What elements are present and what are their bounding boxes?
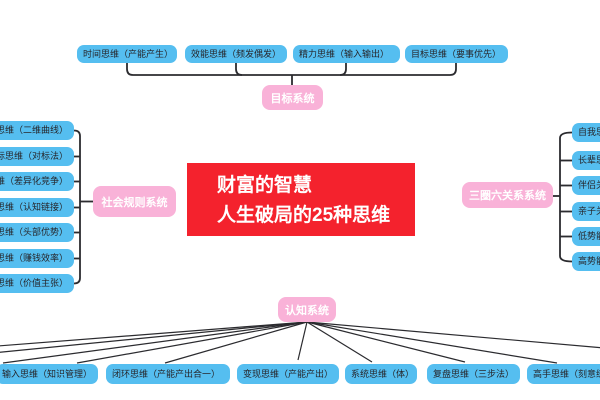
leaf-benchmark-thinking[interactable]: 对标思维（对标法） <box>0 147 74 166</box>
category-cognition-system[interactable]: 认知系统 <box>278 297 336 322</box>
leaf-system-thinking[interactable]: 系统思维（体） <box>345 364 417 384</box>
category-goal-system[interactable]: 目标系统 <box>262 85 323 110</box>
leaf-self-relation[interactable]: 自我思维 <box>572 123 600 142</box>
leaf-head-position-thinking[interactable]: 头部思维（头部优势） <box>0 223 74 242</box>
leaf-efficiency-thinking[interactable]: 效率思维（赚钱效率） <box>0 249 74 268</box>
leaf-positioning-thinking[interactable]: 定位思维（价值主张） <box>0 274 74 293</box>
leaf-partner-relation[interactable]: 伴侣关系 <box>572 176 600 195</box>
leaf-low-potential-relation[interactable]: 低势能者 <box>572 227 600 246</box>
leaf-competition-thinking[interactable]: 竞争思维（差异化竞争） <box>0 172 74 191</box>
category-relations-system[interactable]: 三圈六关系系统 <box>462 182 553 208</box>
leaf-monetization-thinking[interactable]: 变现思维（产能产出） <box>237 364 339 384</box>
social-branch-connectors <box>73 129 93 285</box>
leaf-efficacy-thinking[interactable]: 效能思维（频发偶发） <box>185 45 287 63</box>
leaf-master-thinking[interactable]: 高手思维（刻意练习） <box>527 364 600 384</box>
leaf-goal-thinking[interactable]: 目标思维（要事优先） <box>405 45 508 63</box>
leaf-elder-relation[interactable]: 长辈思维 <box>572 151 600 170</box>
leaf-high-potential-relation[interactable]: 高势能者 <box>572 252 600 271</box>
leaf-energy-thinking[interactable]: 精力思维（输入输出） <box>293 45 400 63</box>
cognition-branch-connectors <box>0 321 600 364</box>
leaf-review-thinking[interactable]: 复盘思维（三步法） <box>427 364 520 384</box>
leaf-input-thinking[interactable]: 输入思维（知识管理） <box>0 364 98 384</box>
goal-branch-connectors <box>126 63 457 85</box>
root-title-line2: 人生破局的25种思维 <box>217 205 391 226</box>
leaf-growth-thinking[interactable]: 成长思维（二维曲线） <box>0 121 74 140</box>
leaf-closed-loop-thinking[interactable]: 闭环思维（产能产出合一） <box>106 364 230 384</box>
root-node[interactable]: 财富的智慧 人生破局的25种思维 <box>187 163 415 236</box>
category-social-rules-system[interactable]: 社会规则系统 <box>93 186 176 217</box>
root-title-line1: 财富的智慧 <box>217 175 313 196</box>
leaf-parent-child-relation[interactable]: 亲子关系 <box>572 202 600 221</box>
relations-branch-connectors <box>553 131 573 263</box>
leaf-connection-thinking[interactable]: 连接思维（认知链接） <box>0 198 74 217</box>
leaf-time-thinking[interactable]: 时间思维（产能产生） <box>77 45 177 63</box>
